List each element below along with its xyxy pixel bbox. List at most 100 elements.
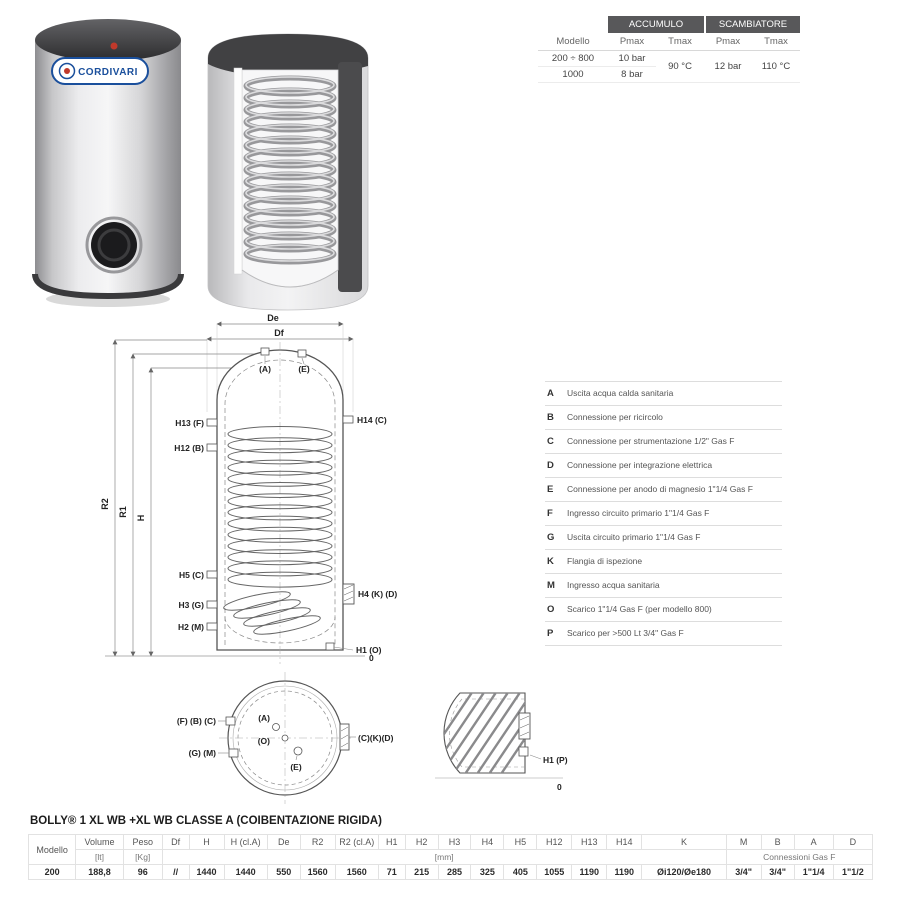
label-o: (O) bbox=[258, 736, 270, 746]
col-header: D bbox=[832, 834, 874, 850]
dim-label-df: Df bbox=[274, 328, 284, 338]
cell: 1190 bbox=[571, 864, 608, 880]
unit-volume: [lt] bbox=[75, 849, 124, 865]
cell: 1560 bbox=[334, 864, 379, 880]
spec-table: ACCUMULO SCAMBIATORE Modello Pmax Tmax P… bbox=[538, 16, 800, 83]
dimension-table: Modello Volume Peso Df H H (cl.A) De R2 … bbox=[27, 834, 874, 880]
col-header-modello: Modello bbox=[27, 834, 77, 865]
legend-row: O Scarico 1"1/4 Gas F (per modello 800) bbox=[545, 597, 782, 621]
col-header-volume: Volume bbox=[75, 834, 124, 850]
brand-logo: CORDIVARI bbox=[51, 57, 149, 85]
legend-desc: Scarico 1"1/4 Gas F (per modello 800) bbox=[567, 603, 712, 614]
col-header: H1 bbox=[377, 834, 406, 850]
product-photo: CORDIVARI bbox=[32, 19, 184, 307]
cell: 1190 bbox=[606, 864, 643, 880]
legend-key: C bbox=[547, 436, 554, 447]
connection-stubs bbox=[206, 347, 354, 651]
cell: 1560 bbox=[299, 864, 336, 880]
legend-desc: Uscita acqua calda sanitaria bbox=[567, 387, 674, 398]
col-header-peso: Peso bbox=[122, 834, 163, 850]
legend-desc: Ingresso circuito primario 1"1/4 Gas F bbox=[567, 507, 710, 518]
col-header: Modello bbox=[538, 33, 608, 51]
group-header-scambiatore: SCAMBIATORE bbox=[704, 16, 800, 33]
col-header: A bbox=[793, 834, 834, 850]
inspection-flange bbox=[85, 216, 143, 274]
cell: 71 bbox=[377, 864, 406, 880]
cell: 1"1/4 bbox=[793, 864, 834, 880]
col-header: H (cl.A) bbox=[223, 834, 268, 850]
legend-key: G bbox=[547, 532, 555, 543]
table-row: 200 188,8 96 // 1440 1440 550 1560 1560 … bbox=[27, 864, 874, 880]
legend-desc: Flangia di ispezione bbox=[567, 555, 643, 566]
legend-desc: Connessione per anodo di magnesio 1"1/4 … bbox=[567, 483, 753, 494]
legend-key: K bbox=[547, 556, 554, 567]
col-header: H13 bbox=[571, 834, 608, 850]
cut-insulation-edge bbox=[338, 62, 362, 292]
col-header: H4 bbox=[470, 834, 505, 850]
cell: 3/4" bbox=[760, 864, 795, 880]
col-header: K bbox=[641, 834, 727, 850]
cell: 325 bbox=[470, 864, 505, 880]
label-h13: H13 (F) bbox=[175, 418, 204, 428]
label-h3: H3 (G) bbox=[179, 600, 205, 610]
unit-peso: [Kg] bbox=[122, 849, 163, 865]
cell-modello: 200 bbox=[27, 864, 77, 880]
flange-symbol bbox=[342, 583, 355, 605]
label-zero: 0 bbox=[369, 653, 374, 663]
col-header: B bbox=[760, 834, 795, 850]
col-header: R2 bbox=[299, 834, 336, 850]
label-ckd: (C)(K)(D) bbox=[358, 733, 394, 743]
label-a: (A) bbox=[259, 364, 271, 374]
label-h1p: H1 (P) bbox=[543, 755, 568, 765]
legend-desc: Ingresso acqua sanitaria bbox=[567, 579, 660, 590]
dim-label-r1: R1 bbox=[118, 506, 128, 518]
label-h2: H2 (M) bbox=[178, 622, 204, 632]
col-header: R2 (cl.A) bbox=[334, 834, 379, 850]
cell-pmax: 8 bar bbox=[608, 67, 656, 83]
label-gm: (G) (M) bbox=[189, 748, 217, 758]
cell: 405 bbox=[503, 864, 538, 880]
label-a: (A) bbox=[258, 713, 270, 723]
label-e: (E) bbox=[298, 364, 310, 374]
legend-key: O bbox=[547, 604, 555, 615]
group-header-accumulo: ACCUMULO bbox=[608, 16, 704, 33]
cell: 3/4" bbox=[725, 864, 762, 880]
legend-row: B Connessione per ricircolo bbox=[545, 405, 782, 429]
cell-modello: 200 ÷ 800 bbox=[538, 51, 608, 67]
flange-symbol bbox=[339, 723, 350, 751]
legend-desc: Connessione per integrazione elettrica bbox=[567, 459, 713, 470]
col-header: H5 bbox=[503, 834, 538, 850]
col-header: Tmax bbox=[656, 33, 704, 51]
legend-row: K Flangia di ispezione bbox=[545, 549, 782, 573]
legend-key: E bbox=[547, 484, 554, 495]
cell-peso: 96 bbox=[122, 864, 163, 880]
legend-row: E Connessione per anodo di magnesio 1"1/4… bbox=[545, 477, 782, 501]
label-fbc: (F) (B) (C) bbox=[177, 716, 216, 726]
col-header: M bbox=[725, 834, 762, 850]
col-header: De bbox=[266, 834, 301, 850]
legend-key: B bbox=[547, 412, 554, 423]
col-header: Tmax bbox=[752, 33, 800, 51]
legend-desc: Connessione per ricircolo bbox=[567, 411, 663, 422]
label-h1: H1 (O) bbox=[356, 645, 382, 655]
cell: 215 bbox=[404, 864, 439, 880]
cell-tmax: 110 °C bbox=[752, 51, 800, 83]
label-h5: H5 (C) bbox=[179, 570, 204, 580]
cell-pmax: 10 bar bbox=[608, 51, 656, 67]
cell: // bbox=[161, 864, 190, 880]
cell: 1"1/2 bbox=[832, 864, 874, 880]
dim-label-h: H bbox=[136, 515, 146, 522]
cell-tmax: 90 °C bbox=[656, 51, 704, 83]
front-section-drawing: De Df R2 R1 H bbox=[100, 313, 397, 664]
col-header: Pmax bbox=[608, 33, 656, 51]
cell: Øi120/Øe180 bbox=[641, 864, 727, 880]
lower-coil bbox=[223, 591, 321, 635]
